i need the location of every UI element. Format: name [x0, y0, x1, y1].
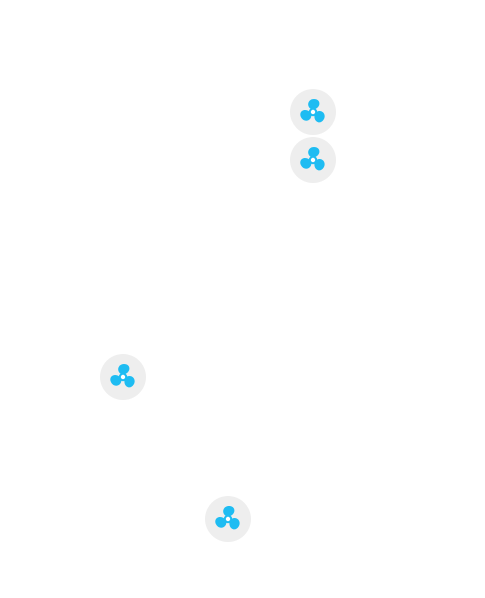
fan-button[interactable] [290, 89, 336, 135]
fan-icon [215, 506, 240, 530]
fan-icon [110, 364, 135, 388]
fan-button[interactable] [100, 354, 146, 400]
fan-button[interactable] [290, 137, 336, 183]
fan-button[interactable] [205, 496, 251, 542]
fan-icon [300, 99, 325, 123]
fan-icon [300, 147, 325, 171]
